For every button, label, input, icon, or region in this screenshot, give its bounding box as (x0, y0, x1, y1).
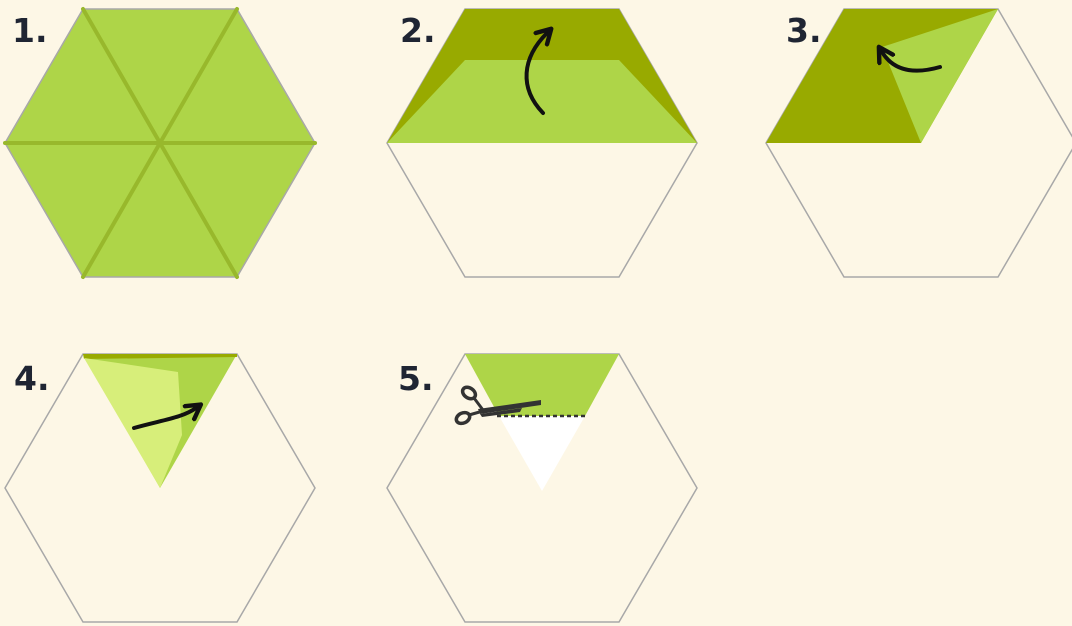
step-number: 4. (14, 359, 50, 398)
step-1: 1. (5, 9, 315, 277)
step-number: 3. (786, 11, 822, 50)
step-4: 4. (5, 354, 315, 622)
step-2: 2. (387, 9, 697, 277)
step-number: 2. (400, 11, 436, 50)
step-3: 3. (766, 9, 1072, 277)
folded-left-flap (84, 358, 182, 488)
cut-away-piece (499, 416, 585, 491)
step-number: 1. (12, 11, 48, 50)
folded-triangle-top (465, 354, 619, 416)
step-5: 5. (387, 354, 697, 622)
step-number: 5. (398, 359, 434, 398)
